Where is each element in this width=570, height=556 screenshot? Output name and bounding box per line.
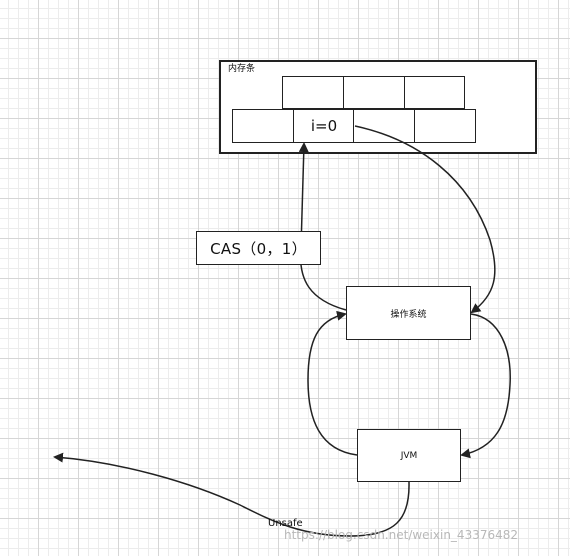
watermark-url: https://blog.csdn.net/weixin_43376482 [284, 528, 519, 542]
memory-cell-top-1 [282, 76, 344, 109]
operating-system-box: 操作系统 [346, 286, 471, 340]
memory-cell-bottom-3 [353, 109, 415, 143]
memory-cell-bottom-1 [232, 109, 294, 143]
memory-cell-top-3 [404, 76, 465, 109]
memory-cell-value: i=0 [293, 109, 355, 143]
memory-strip-label: 内存条 [228, 64, 256, 74]
cas-operation-box: CAS（0，1） [196, 231, 321, 265]
arrow-os-to-memory-up [298, 142, 347, 311]
unsafe-label: Unsafe [268, 518, 303, 529]
arrow-os-to-jvm-right [460, 313, 511, 459]
arrow-jvm-to-os-left [307, 310, 358, 456]
jvm-box: JVM [357, 429, 461, 482]
arrow-memory-to-os-down [354, 125, 496, 314]
memory-cell-bottom-4 [414, 109, 476, 143]
arrow-jvm-to-unsafe [53, 452, 410, 537]
